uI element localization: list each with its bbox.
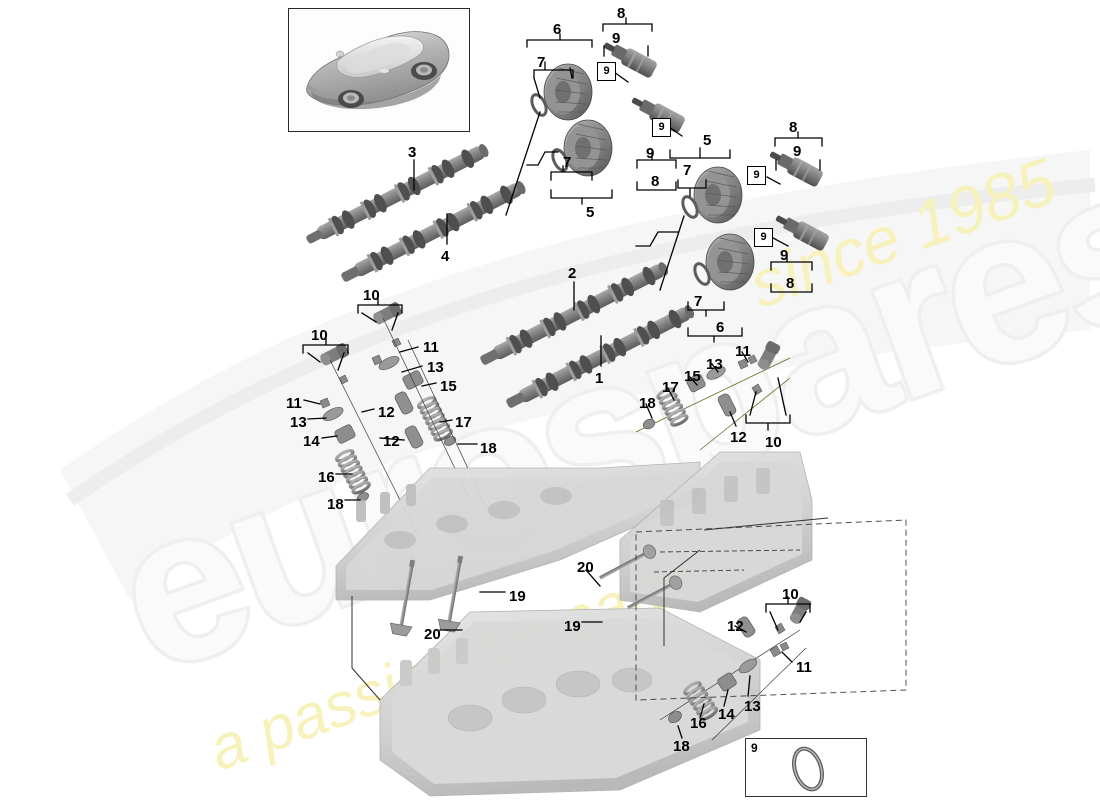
solenoid-valve-d (775, 215, 829, 251)
callout-16: 16 (690, 715, 707, 732)
cylinder-head-left-upper (335, 461, 701, 601)
vehicle-illustration (306, 31, 450, 110)
callout-19: 19 (509, 588, 526, 605)
callout-8: 8 (617, 5, 626, 22)
callout-18: 18 (639, 395, 656, 412)
solenoid-valve-a (603, 42, 657, 78)
callout-14: 14 (303, 433, 320, 450)
valve-19-right (627, 575, 683, 610)
camshaft-4 (341, 181, 526, 282)
seal-ring-7-a (530, 93, 548, 117)
callout-7: 7 (683, 162, 692, 179)
seal-ring-7-b (551, 148, 569, 172)
camshaft-3 (306, 144, 489, 244)
dashed-group-outline (635, 519, 907, 701)
callout-18: 18 (673, 738, 690, 755)
callout-11: 11 (423, 339, 439, 356)
cylinder-head-right (619, 451, 813, 613)
callout-1: 1 (595, 370, 604, 387)
callout-18: 18 (480, 440, 497, 457)
callout-5: 5 (586, 204, 595, 221)
valve-19-left (437, 555, 464, 633)
callout-9: 9 (780, 247, 789, 264)
callout-5: 5 (703, 132, 712, 149)
cam-adjuster-gear-a (543, 63, 593, 121)
callout-20: 20 (577, 559, 594, 576)
callout-12: 12 (730, 429, 747, 446)
valve-spring-16-bottom (683, 680, 719, 721)
callout-10: 10 (782, 586, 799, 603)
callout-12: 12 (378, 404, 395, 421)
callout-17: 17 (662, 379, 679, 396)
valve-train-column-left-outer (319, 343, 421, 541)
callout-7: 7 (563, 154, 572, 171)
seal-ring-7-c (681, 195, 699, 219)
solid-group-outline (351, 517, 829, 701)
callout-3: 3 (408, 144, 417, 161)
callout-2: 2 (568, 265, 577, 282)
cam-adjuster-gear-c (693, 166, 743, 224)
solenoid-valve-c (769, 151, 823, 187)
callout-11: 11 (796, 659, 812, 676)
callout-7: 7 (694, 293, 703, 310)
callout-19: 19 (564, 618, 581, 635)
callout-boxed-9: 9 (747, 166, 766, 185)
callout-14: 14 (718, 706, 735, 723)
vehicle-thumbnail-box (288, 8, 470, 132)
cam-adjuster-gear-b (563, 119, 613, 177)
callout-boxed-9: 9 (754, 228, 773, 247)
seal-ring-7-d (693, 262, 711, 286)
callout-16: 16 (318, 469, 335, 486)
callout-boxed-9: 9 (652, 118, 671, 137)
callout-13: 13 (744, 698, 761, 715)
callout-11: 11 (735, 343, 751, 360)
leader-lines (302, 17, 823, 739)
detail-box-9: 9 (745, 738, 867, 797)
callout-10: 10 (363, 287, 380, 304)
callout-12: 12 (383, 433, 400, 450)
callout-9: 9 (646, 145, 655, 162)
callout-9: 9 (793, 143, 802, 160)
cam-adjuster-gear-d (705, 233, 755, 291)
callout-boxed-9: 9 (597, 62, 616, 81)
callout-13: 13 (427, 359, 444, 376)
valve-spring-17 (416, 396, 453, 442)
callout-7: 7 (537, 54, 546, 71)
camshaft-2 (480, 262, 669, 365)
callout-9: 9 (612, 30, 621, 47)
callout-12: 12 (727, 618, 744, 635)
callout-8: 8 (651, 173, 660, 190)
camshaft-1 (506, 305, 695, 408)
callout-15: 15 (684, 368, 701, 385)
callout-20: 20 (424, 626, 441, 643)
callout-8: 8 (789, 119, 798, 136)
callout-18: 18 (327, 496, 344, 513)
callout-6: 6 (716, 319, 725, 336)
callout-6: 6 (553, 21, 562, 38)
callout-8: 8 (786, 275, 795, 292)
callout-17: 17 (455, 414, 472, 431)
callout-10: 10 (765, 434, 782, 451)
detail-box-number: 9 (751, 741, 758, 755)
callout-4: 4 (441, 248, 450, 265)
callout-10: 10 (311, 327, 328, 344)
callout-13: 13 (706, 356, 723, 373)
cylinder-head-left-lower (379, 607, 761, 797)
valve-spring-16 (334, 449, 371, 495)
valve-train-row-bottom-right (659, 596, 812, 741)
callout-13: 13 (290, 414, 307, 431)
valve-spring-17-right (656, 387, 689, 427)
valve-20-left (389, 559, 416, 637)
callout-11: 11 (286, 395, 302, 412)
callout-15: 15 (440, 378, 457, 395)
o-ring-seal-illustration (792, 746, 824, 792)
